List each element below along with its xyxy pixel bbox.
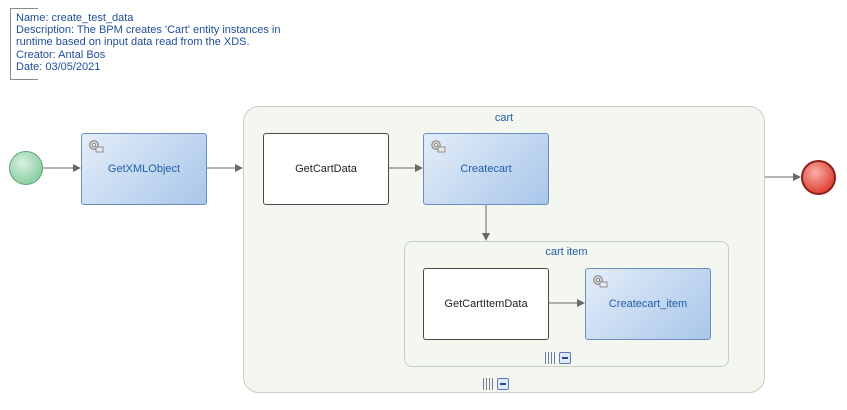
annotation-description-2: runtime based on input data read from th…: [16, 36, 250, 49]
collapse-minus-icon[interactable]: [497, 378, 509, 390]
subprocess-title: cart: [494, 112, 514, 124]
start-event[interactable]: [9, 151, 43, 185]
multi-instance-icon: [545, 352, 555, 364]
gear-icon: [431, 140, 446, 153]
annotation-creator: Creator: Antal Bos: [16, 48, 106, 61]
collapse-minus-icon[interactable]: [559, 352, 571, 364]
gear-icon: [89, 140, 104, 153]
annotation-bracket: [10, 8, 38, 80]
end-event[interactable]: [801, 160, 836, 195]
task-label: GetXMLObject: [107, 163, 181, 175]
task-label: GetCartData: [295, 163, 357, 175]
gear-icon: [593, 275, 608, 288]
task-get-cart-item-data[interactable]: GetCartItemData: [423, 268, 549, 340]
task-createcart-item[interactable]: Createcart_item: [585, 268, 711, 340]
annotation-text: Name: create_test_data Description: The …: [16, 12, 280, 73]
task-get-cart-data[interactable]: GetCartData: [263, 133, 389, 205]
task-createcart[interactable]: Createcart: [423, 133, 549, 205]
task-label: Createcart_item: [608, 298, 688, 310]
task-label: Createcart: [460, 163, 512, 175]
text-annotation: Name: create_test_data Description: The …: [10, 8, 290, 80]
task-label: GetCartItemData: [444, 298, 528, 310]
subprocess-markers: [483, 378, 511, 390]
multi-instance-icon: [483, 378, 493, 390]
annotation-description-1: Description: The BPM creates 'Cart' enti…: [16, 24, 281, 37]
annotation-name: Name: create_test_data: [16, 12, 134, 24]
subprocess-markers: [545, 352, 573, 364]
annotation-date: Date: 03/05/2021: [16, 60, 101, 73]
subprocess-title: cart item: [545, 246, 588, 258]
task-get-xml-object[interactable]: GetXMLObject: [81, 133, 207, 205]
